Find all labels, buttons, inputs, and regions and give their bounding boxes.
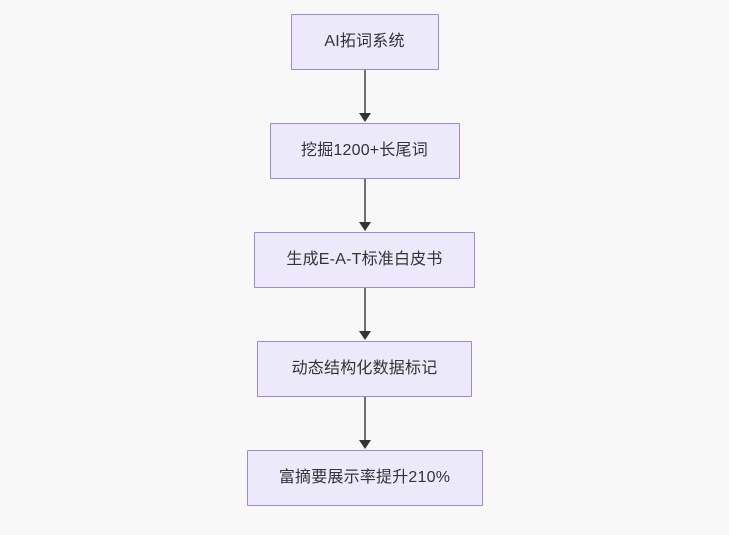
flow-node-mine-longtail-keywords[interactable]: 挖掘1200+长尾词 xyxy=(269,123,460,179)
flow-node-ai-keyword-system[interactable]: AI拓词系统 xyxy=(290,14,439,70)
edge-line xyxy=(363,288,366,333)
flow-node-dynamic-structured-data-markup[interactable]: 动态结构化数据标记 xyxy=(257,341,472,397)
flow-node-generate-eat-whitepaper[interactable]: 生成E-A-T标准白皮书 xyxy=(254,232,475,288)
arrow-down-icon xyxy=(358,222,371,231)
edge-line xyxy=(363,70,366,115)
flow-node-label: 动态结构化数据标记 xyxy=(291,360,438,377)
edge-line xyxy=(363,397,366,442)
arrow-down-icon xyxy=(358,440,371,449)
edge-line xyxy=(363,179,366,224)
arrow-down-icon xyxy=(358,331,371,340)
flow-edge-1 xyxy=(0,70,729,123)
flow-node-rich-snippet-rate-increase[interactable]: 富摘要展示率提升210% xyxy=(246,450,483,506)
flow-edge-4 xyxy=(0,397,729,450)
flow-node-label: 富摘要展示率提升210% xyxy=(278,469,451,486)
flow-edge-2 xyxy=(0,179,729,232)
flow-edge-3 xyxy=(0,288,729,341)
arrow-down-icon xyxy=(358,113,371,122)
flow-node-label: 生成E-A-T标准白皮书 xyxy=(286,251,443,268)
flow-node-label: 挖掘1200+长尾词 xyxy=(301,142,428,159)
flow-node-label: AI拓词系统 xyxy=(324,33,405,50)
